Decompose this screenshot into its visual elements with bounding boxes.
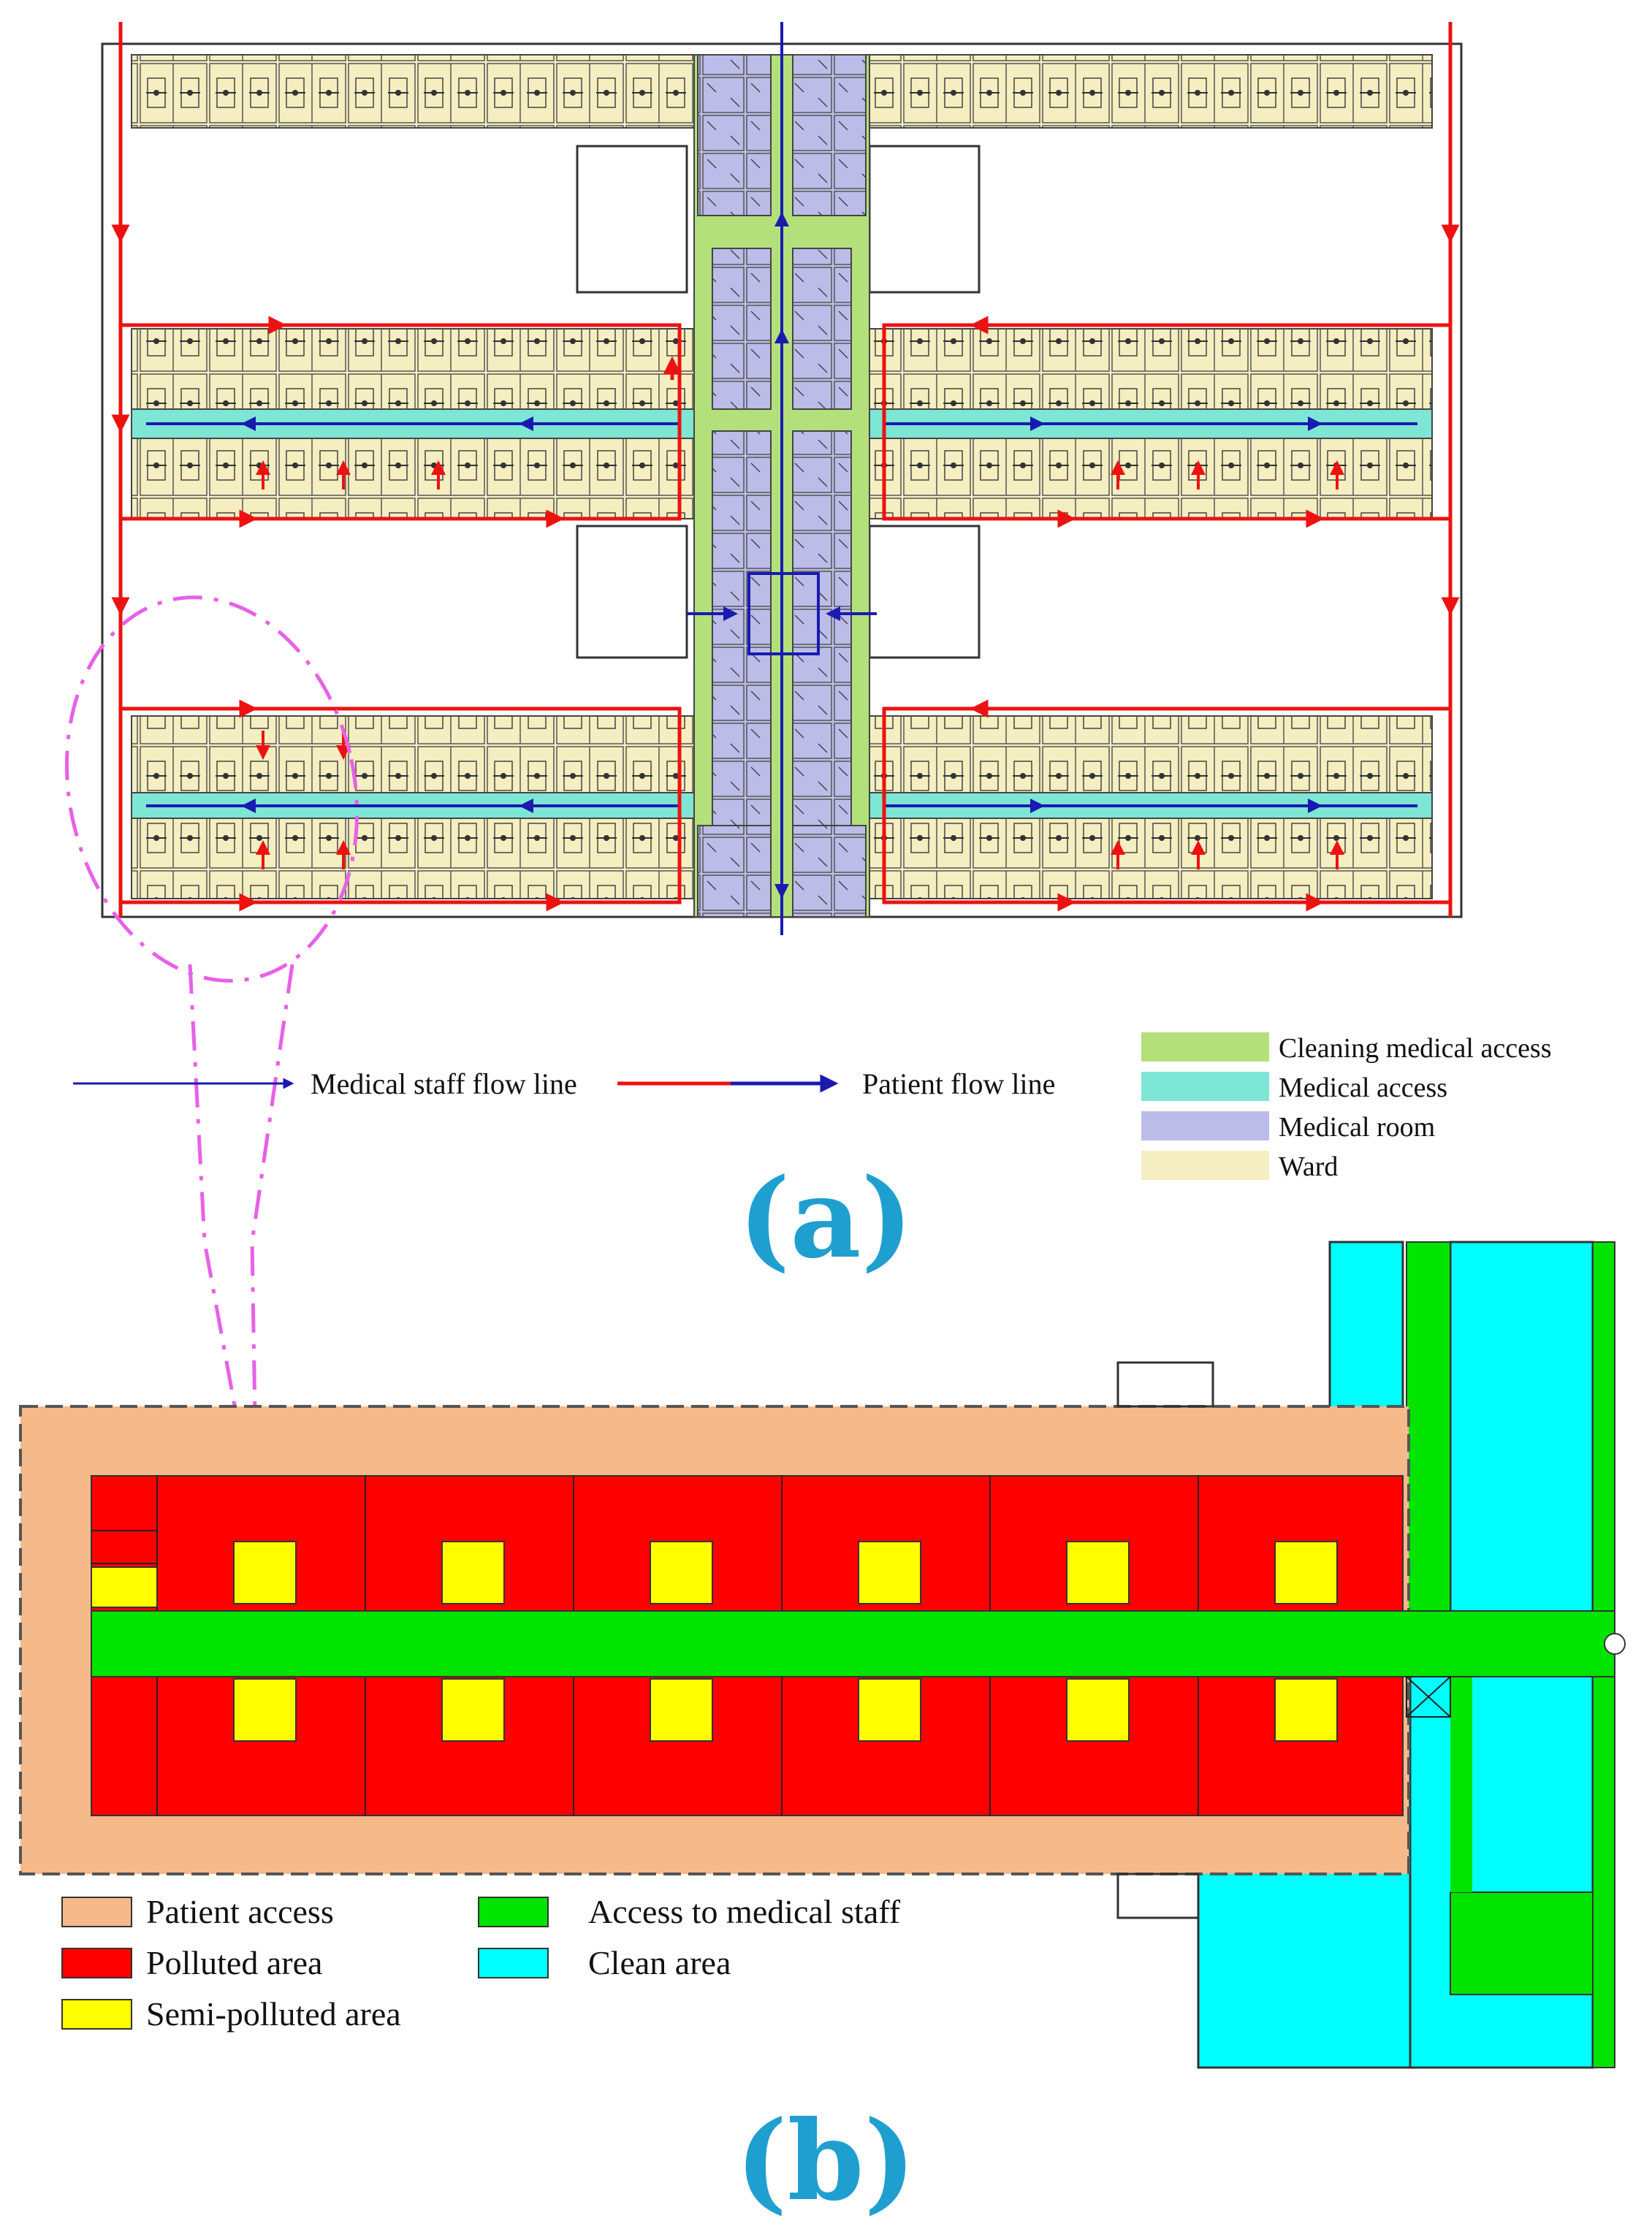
- ward-door-arrows: [256, 460, 1344, 869]
- ward-mid-right-lower: [869, 438, 1433, 519]
- legend-swatch-polluted-area: [61, 1948, 132, 1978]
- ward-mid-left-upper: [131, 328, 695, 410]
- medical-room-block-2: [792, 54, 867, 216]
- legend-swatch-ward: [1141, 1151, 1269, 1180]
- patient-flow-label: Patient flow line: [862, 1067, 1055, 1100]
- legend-swatch-medical-access: [1141, 1072, 1269, 1101]
- legend-label-polluted-area: Polluted area: [146, 1944, 322, 1981]
- polluted-area-lower: [91, 1676, 1404, 1816]
- legend-label-patient-access: Patient access: [146, 1893, 334, 1930]
- ward-top-left: [131, 54, 695, 129]
- legend-label-medical-access: Medical access: [1279, 1073, 1447, 1103]
- legend-label-medical-room: Medical room: [1279, 1112, 1435, 1143]
- patient-flow-lines: [111, 22, 1460, 917]
- ward-bot-right-lower: [869, 818, 1433, 899]
- panel-b-plan: Patient access Polluted area Semi-pollut…: [19, 1241, 1626, 2225]
- medical-room-block-3: [712, 248, 772, 410]
- clean-area-bottom-right: [1409, 1657, 1594, 2069]
- ward-bot-right-upper: [869, 715, 1433, 793]
- staff-access-side-strip: [1450, 1658, 1472, 1892]
- flow-legend: Medical staff flow line Patient flow lin…: [73, 1067, 1055, 1100]
- legend-swatch-cleaning-medical-access: [1141, 1032, 1269, 1062]
- ward-mid-right-upper: [869, 328, 1433, 410]
- legend-label-cleaning-medical-access: Cleaning medical access: [1279, 1033, 1552, 1064]
- legend-swatch-patient-access: [61, 1897, 132, 1927]
- staff-access-vertical-left: [1406, 1241, 1451, 1666]
- zoom-callout: [64, 595, 359, 1462]
- panel-b-label: (b): [736, 2097, 916, 2225]
- clean-area-right-column: [1449, 1241, 1594, 1645]
- service-hatch: [1406, 1676, 1451, 1718]
- staff-entry-box: [747, 572, 820, 655]
- ward-bot-left-upper: [131, 715, 695, 793]
- semi-polluted-areas: [91, 1541, 1338, 1742]
- medical-room-block-5: [712, 430, 772, 826]
- medical-staff-flow-label: Medical staff flow line: [311, 1067, 577, 1100]
- legend-swatch-semi-polluted-area: [61, 1999, 132, 2030]
- legend-swatch-medical-room: [1141, 1111, 1269, 1140]
- zone-legend-a: Cleaning medical access Medical access M…: [1141, 1032, 1552, 1182]
- panel-a-label: (a): [738, 1154, 913, 1283]
- legend-label-access-to-medical-staff: Access to medical staff: [588, 1893, 901, 1930]
- entry-porch-top: [1116, 1361, 1214, 1408]
- clean-area-top: [1328, 1241, 1404, 1412]
- panel-a-plan: Medical staff flow line Patient flow lin…: [64, 22, 1552, 1462]
- ward-bot-left-lower: [131, 818, 695, 899]
- legend-label-ward: Ward: [1279, 1151, 1338, 1182]
- medical-room-block-7: [697, 825, 772, 918]
- legend-label-clean-area: Clean area: [588, 1944, 731, 1981]
- medical-room-block-6: [792, 430, 852, 826]
- entry-porch-bottom: [1116, 1873, 1200, 1919]
- legend-label-semi-polluted-area: Semi-polluted area: [146, 1995, 401, 2033]
- staff-access-corridor: [91, 1610, 1615, 1677]
- medical-room-block-8: [792, 825, 867, 918]
- medical-staff-flow-lines: [146, 22, 1417, 935]
- zone-legend-b: Patient access Polluted area Semi-pollut…: [61, 1893, 901, 2033]
- legend-swatch-access-to-medical-staff: [478, 1897, 549, 1927]
- medical-room-block-1: [697, 54, 772, 216]
- service-hatch-cross-2: [1406, 1676, 1451, 1718]
- polluted-area-upper: [91, 1475, 1404, 1612]
- ward-mid-left-lower: [131, 438, 695, 519]
- corridor-door: [1604, 1633, 1626, 1655]
- legend-swatch-clean-area: [478, 1948, 549, 1978]
- ward-top-right: [869, 54, 1433, 129]
- staff-access-lower-loop: [1450, 1892, 1594, 1995]
- medical-room-block-4: [792, 248, 852, 410]
